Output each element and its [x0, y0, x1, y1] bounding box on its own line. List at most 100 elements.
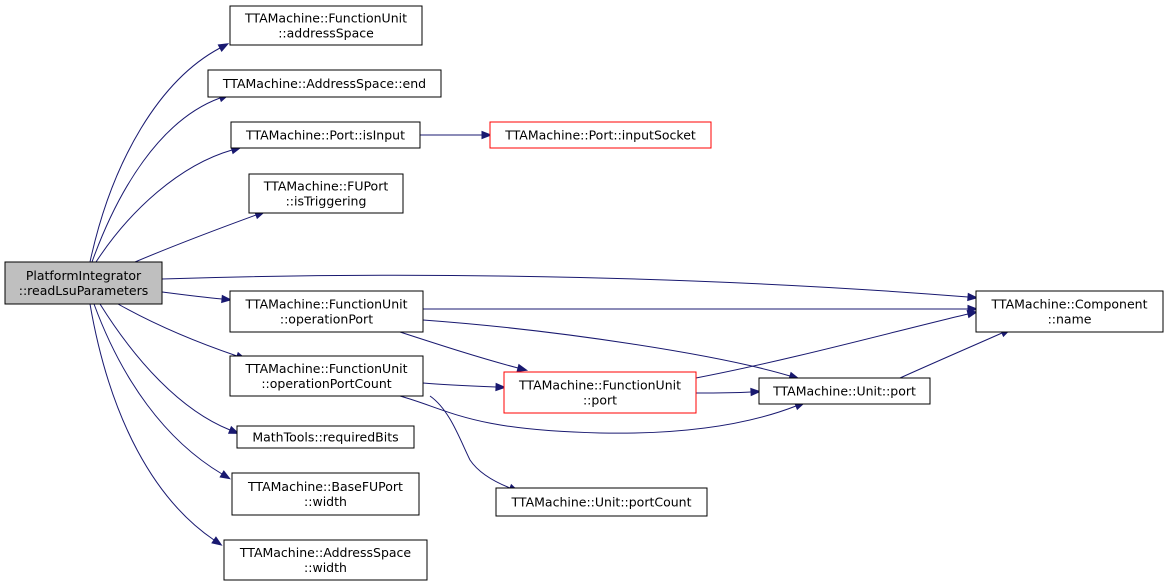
node-root[interactable]: PlatformIntegrator::readLsuParameters — [4, 261, 163, 305]
node-label: ::width — [304, 494, 347, 509]
node-box — [207, 69, 442, 98]
node-fu-operationPortCount[interactable]: TTAMachine::FunctionUnit::operationPortC… — [229, 355, 424, 397]
node-component-name[interactable]: TTAMachine::Component::name — [975, 290, 1164, 333]
node-port-inputSocket[interactable]: TTAMachine::Port::inputSocket — [489, 121, 712, 149]
edge-line — [117, 303, 238, 357]
node-unit-port[interactable]: TTAMachine::Unit::port — [758, 377, 931, 405]
edge-root-to-basefuport_width — [93, 303, 231, 480]
node-box — [975, 290, 1164, 333]
edge-line — [429, 395, 511, 489]
node-as-width[interactable]: TTAMachine::AddressSpace::width — [223, 539, 428, 581]
node-box — [229, 355, 424, 397]
edge-fu_port-to-component_name — [695, 309, 979, 379]
node-box — [229, 5, 423, 46]
node-box — [223, 539, 428, 581]
node-label: MathTools::requiredBits — [252, 430, 398, 445]
node-label: TTAMachine::Port::inputSocket — [504, 128, 696, 143]
node-unit-portCount[interactable]: TTAMachine::Unit::portCount — [495, 487, 708, 517]
node-label: ::readLsuParameters — [19, 283, 149, 298]
edge-root-to-fu_operationPortCount — [117, 303, 247, 360]
node-label: TTAMachine::FUPort — [263, 179, 389, 194]
node-label: ::addressSpace — [278, 26, 374, 41]
node-mt-requiredBits[interactable]: MathTools::requiredBits — [236, 425, 415, 449]
edge-root-to-fu_addressSpace — [89, 43, 230, 263]
edge-line — [91, 97, 221, 263]
node-as-end[interactable]: TTAMachine::AddressSpace::end — [207, 69, 442, 98]
node-label: ::port — [583, 393, 617, 408]
node-fu-port[interactable]: TTAMachine::FunctionUnit::port — [503, 371, 697, 414]
node-label: TTAMachine::Port::isInput — [245, 128, 405, 143]
arrow-head-icon — [750, 387, 762, 397]
edge-line — [422, 319, 791, 377]
edge-line — [399, 395, 797, 434]
nodes-layer: PlatformIntegrator::readLsuParametersTTA… — [4, 5, 1164, 581]
node-label: ::isTriggering — [286, 194, 367, 209]
edge-line — [399, 331, 519, 369]
node-label: TTAMachine::FunctionUnit — [245, 297, 408, 312]
edge-line — [161, 274, 969, 298]
edge-line — [161, 291, 223, 300]
node-box — [489, 121, 712, 149]
arrow-head-icon — [481, 130, 493, 140]
node-label: TTAMachine::Unit::port — [772, 384, 916, 399]
arrow-head-icon — [516, 363, 529, 372]
arrow-head-icon — [221, 294, 233, 304]
edge-line — [89, 47, 221, 263]
edge-fu_operationPort-to-fu_port — [399, 331, 529, 372]
node-fuport-isTriggering[interactable]: TTAMachine::FUPort::isTriggering — [248, 173, 404, 214]
edge-line — [899, 332, 1003, 379]
node-basefuport-width[interactable]: TTAMachine::BaseFUPort::width — [231, 472, 420, 516]
node-label: ::width — [304, 560, 347, 575]
node-box — [231, 472, 420, 516]
node-label: ::operationPortCount — [261, 376, 391, 391]
node-box — [758, 377, 931, 405]
node-label: TTAMachine::AddressSpace — [239, 545, 412, 560]
edge-line — [134, 214, 257, 263]
node-port-isInput[interactable]: TTAMachine::Port::isInput — [230, 121, 421, 149]
node-label: TTAMachine::FunctionUnit — [518, 378, 681, 393]
edges-layer — [89, 43, 1012, 546]
node-fu-addressSpace[interactable]: TTAMachine::FunctionUnit::addressSpace — [229, 5, 423, 46]
edge-root-to-component_name — [161, 274, 979, 302]
edge-fu_operationPort-to-component_name — [423, 304, 979, 314]
arrow-head-icon — [967, 292, 979, 302]
node-label: TTAMachine::AddressSpace::end — [222, 76, 426, 91]
edge-line — [695, 391, 752, 394]
node-box — [495, 487, 708, 517]
arrow-head-icon — [217, 43, 230, 52]
edge-root-to-as_end — [91, 94, 230, 263]
edge-line — [95, 149, 233, 263]
edge-fu_port-to-unit_port — [695, 387, 762, 397]
edge-root-to-as_width — [89, 303, 223, 546]
node-fu-operationPort[interactable]: TTAMachine::FunctionUnit::operationPort — [229, 290, 424, 333]
arrow-head-icon — [495, 382, 507, 392]
node-label: TTAMachine::FunctionUnit — [244, 11, 407, 26]
edge-line — [99, 303, 231, 431]
edge-line — [695, 313, 969, 379]
arrow-head-icon — [219, 470, 231, 480]
node-box — [230, 121, 421, 149]
node-box — [236, 425, 415, 449]
edge-line — [93, 303, 223, 475]
node-label: ::name — [1048, 312, 1092, 327]
edge-unit_port-to-component_name — [899, 328, 1012, 379]
node-label: TTAMachine::BaseFUPort — [247, 479, 403, 494]
node-label: ::operationPort — [280, 312, 373, 327]
edge-fu_operationPortCount-to-fu_port — [422, 382, 507, 392]
node-box — [248, 173, 404, 214]
arrow-head-icon — [227, 425, 240, 434]
node-box — [229, 290, 424, 333]
edge-port_isInput-to-port_inputSocket — [420, 130, 493, 140]
node-label: TTAMachine::FunctionUnit — [245, 361, 408, 376]
arrow-head-icon — [211, 536, 223, 546]
edge-fu_operationPort-to-unit_port — [422, 319, 800, 380]
node-label: TTAMachine::Component — [991, 297, 1148, 312]
edge-root-to-port_isInput — [95, 146, 242, 263]
edge-line — [422, 382, 497, 388]
edge-root-to-fuport_isTriggering — [134, 211, 266, 263]
arrow-head-icon — [966, 309, 979, 319]
node-box — [4, 261, 163, 305]
edge-root-to-mt_requiredBits — [99, 303, 240, 434]
node-label: TTAMachine::Unit::portCount — [511, 495, 692, 510]
